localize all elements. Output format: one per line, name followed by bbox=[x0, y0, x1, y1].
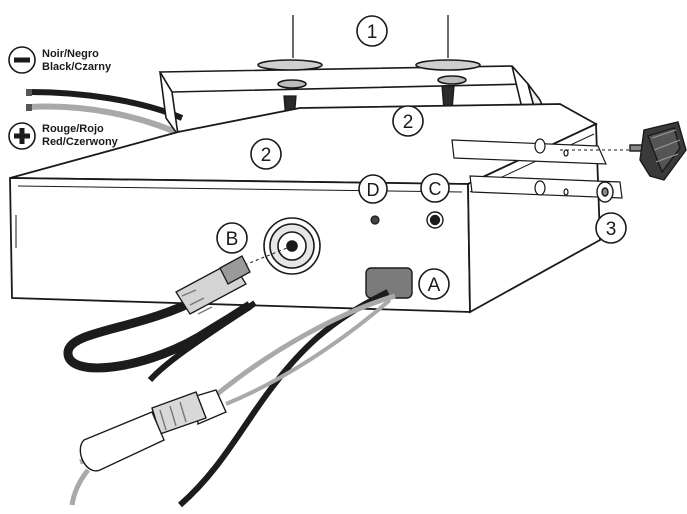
callout-2-right: 2 bbox=[392, 105, 424, 137]
polarity-positive: Rouge/Rojo Red/Czerwony bbox=[8, 122, 119, 150]
negative-label-line1: Noir/Negro bbox=[42, 48, 99, 60]
negative-label-line2: Black/Czarny bbox=[42, 61, 112, 73]
antenna-jack bbox=[241, 217, 321, 275]
callout-1-label: 1 bbox=[367, 22, 378, 43]
positive-label-line2: Red/Czerwony bbox=[42, 136, 119, 148]
antenna-cable bbox=[63, 255, 257, 383]
callout-2-right-label: 2 bbox=[403, 112, 414, 133]
minus-icon bbox=[14, 57, 30, 63]
callout-c: C bbox=[420, 173, 450, 203]
power-socket bbox=[365, 267, 413, 299]
callout-2-left-label: 2 bbox=[261, 145, 272, 166]
plus-icon-v bbox=[19, 128, 25, 144]
callout-2-left: 2 bbox=[250, 138, 282, 170]
callout-1: 1 bbox=[356, 15, 388, 47]
callout-3-label: 3 bbox=[606, 219, 617, 240]
mounting-knob bbox=[560, 121, 687, 181]
callout-d: D bbox=[358, 174, 388, 204]
polarity-negative: Noir/Negro Black/Czarny bbox=[8, 46, 112, 74]
callout-b-label: B bbox=[226, 229, 239, 250]
jack-c bbox=[426, 211, 444, 229]
callout-a: A bbox=[418, 268, 450, 300]
callout-d-label: D bbox=[367, 180, 380, 200]
positive-label-line1: Rouge/Rojo bbox=[42, 123, 104, 135]
callout-c-label: C bbox=[429, 179, 442, 199]
side-holes bbox=[534, 138, 569, 196]
callout-b: B bbox=[216, 222, 248, 254]
jack-d bbox=[370, 215, 380, 225]
callout-3: 3 bbox=[595, 212, 627, 244]
washer bbox=[596, 181, 614, 203]
side-rails bbox=[451, 139, 623, 199]
fuse-holder bbox=[79, 389, 227, 472]
callout-a-label: A bbox=[428, 275, 441, 296]
